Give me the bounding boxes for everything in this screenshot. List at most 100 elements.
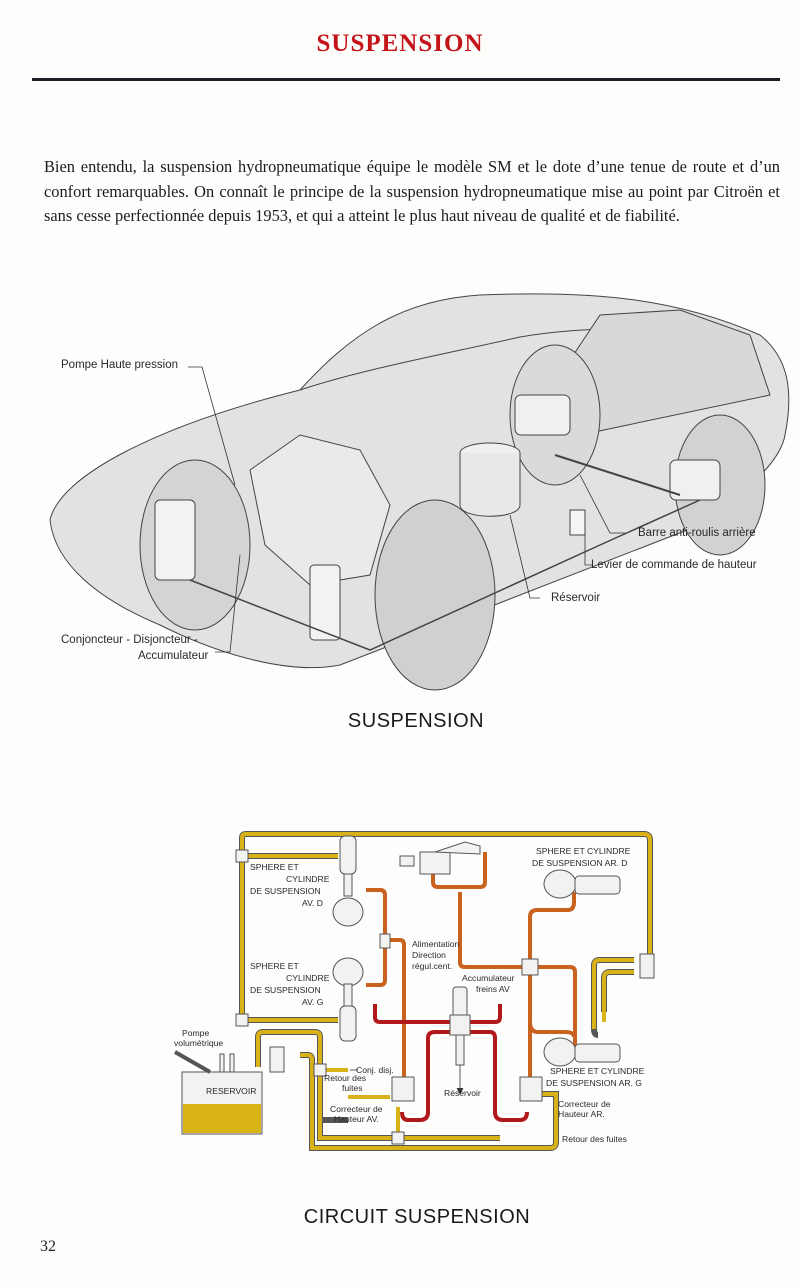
brake-pipe-4 [460,1030,529,1122]
label-reservoir: Réservoir [551,592,601,604]
reservoir-body [459,453,521,517]
cylinder-avd [343,873,353,897]
label-conjoncteur: Conjoncteur - Disjoncteur - [61,634,198,646]
intro-paragraph: Bien entendu, la suspension hydropneumat… [44,157,780,225]
feed-pipes [366,852,577,1077]
leader-reservoir [509,514,540,599]
correcteur-ar [519,1076,543,1102]
return-pipe-av [256,1030,500,1140]
label-retour-av-2: fuites [342,1083,363,1093]
sphere-arg [543,1037,577,1067]
brake-valve-stem [455,1034,465,1066]
label-correcteur-av-2: Hauteur AV. [334,1114,379,1124]
return-pipe-ar [300,1053,558,1150]
brake-pipes [373,1004,529,1122]
tank-post-1 [219,1053,225,1073]
label-accumulateur: Accumulateur [138,650,209,662]
label-sphere-avd-1: SPHERE ET [250,862,299,872]
label-correcteur-ar-1: Correcteur de [558,1099,611,1109]
front-right-cylinder [309,564,341,641]
label-accumulateur-2: freins AV [476,984,510,994]
bellows-avg [339,1005,357,1042]
title-divider [32,78,780,81]
brake-pipe-1 [373,1004,460,1024]
brake-pipe-3 [400,1030,460,1122]
brake-junction [449,1014,471,1036]
car-illustration: Pompe Haute pression Conjoncteur - Disjo… [40,275,800,695]
label-sphere-avg-3: DE SUSPENSION [250,985,321,995]
label-conj-disj: Conj. disj. [356,1065,394,1075]
figure-caption-circuit: CIRCUIT SUSPENSION [303,1206,531,1228]
sphere-ard [543,869,577,899]
rear-return-tee [639,953,655,979]
bottom-tee [391,1131,405,1145]
label-retour-ar: Retour des fuites [562,1134,627,1144]
return-pipe-rear [592,958,634,1029]
label-sphere-avd-2: CYLINDRE [286,874,330,884]
label-alimentation-2: Direction [412,950,446,960]
label-sphere-avg-4: AV. G [302,997,324,1007]
rear-right-cylinder [669,459,721,501]
label-sphere-avg-1: SPHERE ET [250,961,299,971]
arrow-reservoir [456,1065,464,1095]
feed-pipe-ard [528,892,576,967]
front-right-wheel [374,499,496,691]
leader-barre [579,474,625,534]
cross-junction [521,958,539,976]
sphere-avg [332,957,364,987]
height-lever [569,509,586,536]
reservoir-fluid [183,1104,261,1133]
label-sphere-ard-1: SPHERE ET CYLINDRE [536,846,631,856]
label-sphere-ard-2: DE SUSPENSION AR. D [532,858,628,868]
return-pipe-rear-g [602,970,634,1022]
circuit-drawing: .ret { fill:none; stroke:#d9b21a; stroke… [174,831,655,1151]
sphere-avd [332,897,364,927]
label-alimentation-3: régul.cent. [412,961,453,971]
label-correcteur-av-1: Correcteur de [330,1104,383,1114]
tee-avg [235,1013,249,1027]
label-retour-av-1: Retour des [324,1073,367,1083]
correcteur-av [391,1076,415,1102]
cylinder-ard [574,875,621,895]
leader-pompe [188,366,236,486]
accumulator-brake [452,986,468,1018]
anti-roll-bar [554,454,681,496]
tank-filter [269,1046,285,1073]
figure-caption-suspension: SUSPENSION [347,710,485,732]
engine-block [249,434,391,586]
label-barre-anti-roulis: Barre anti-roulis arrière [638,527,756,539]
tee-alim [379,933,391,949]
height-lever-arm [434,841,481,855]
feed-pipe-rear [530,965,577,1052]
tee-avd [235,849,249,863]
label-pompe-1: Pompe [182,1028,210,1038]
return-pipe-main [240,832,652,1017]
pipe-line [189,499,701,651]
feed-pipe-arg [528,967,576,1038]
feed-pipe-top [431,852,487,889]
tank-post-2 [229,1053,235,1073]
label-sphere-avg-2: CYLINDRE [286,973,330,983]
front-left-cylinder [154,499,196,581]
label-levier-commande: Levier de commande de hauteur [591,559,757,571]
label-pompe-haute-pression: Pompe Haute pression [61,359,178,371]
feed-pipe-alim [385,938,406,1077]
return-pipes [240,832,652,1150]
label-sphere-arg-1: SPHERE ET CYLINDRE [550,1066,645,1076]
leader-levier [584,535,592,566]
cylinder-avg [343,983,353,1007]
label-reservoir-tank: RESERVOIR [206,1086,257,1096]
page-title: SUSPENSION [316,30,484,57]
label-sphere-arg-2: DE SUSPENSION AR. G [546,1078,642,1088]
bellows-avd [339,835,357,875]
rear-left-cylinder [514,394,571,436]
label-reservoir-center: Réservoir [444,1088,481,1098]
feed-pipe-center [458,892,530,969]
height-lever-box [419,851,451,875]
pump-arm [174,1050,211,1074]
conj-tee [313,1063,327,1077]
car-drawing [49,293,790,691]
cylinder-arg [574,1043,621,1063]
label-pompe-2: volumétrique [174,1038,224,1048]
brake-pipe-2 [460,1004,502,1024]
